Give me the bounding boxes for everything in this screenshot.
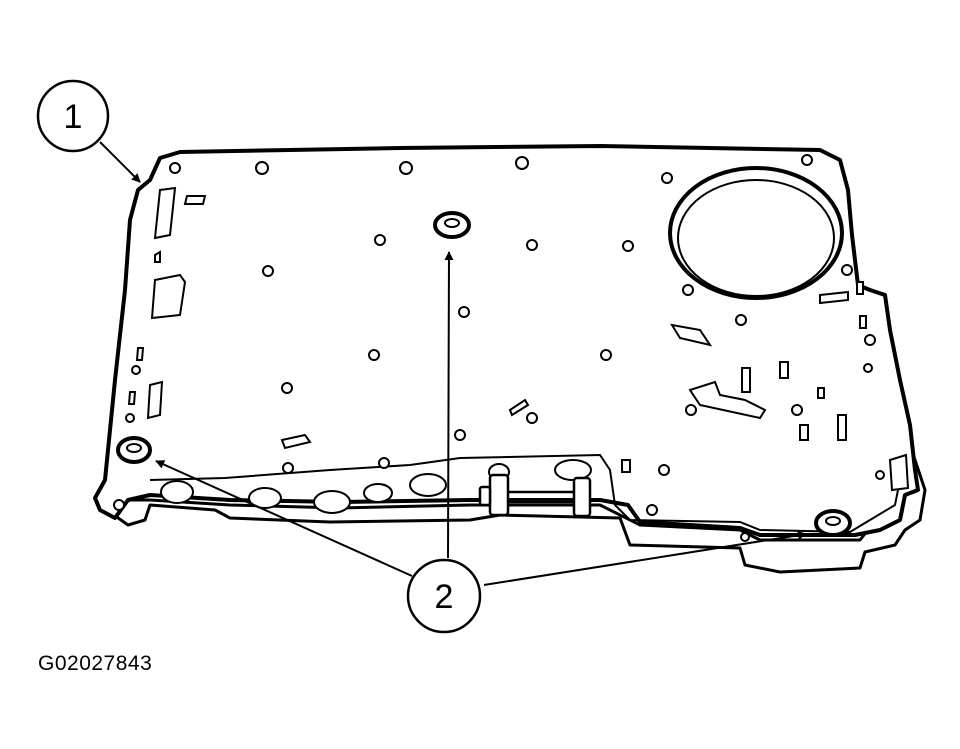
plate-holes xyxy=(113,154,885,542)
leader-2-to-right-retainer xyxy=(483,530,807,586)
figure-id: G02027843 xyxy=(38,652,153,675)
leader-1-to-plate xyxy=(99,141,141,183)
retainer-right xyxy=(814,509,852,537)
leader-lines xyxy=(99,141,807,586)
leader-2-to-left-retainer xyxy=(155,460,413,577)
callout-1-label: 1 xyxy=(64,98,83,136)
callout-2-label: 2 xyxy=(435,578,454,616)
callout-1: 1 xyxy=(36,79,110,153)
pin-fitting xyxy=(478,473,592,518)
leader-2-to-top-retainer xyxy=(444,251,454,559)
retainer-top xyxy=(433,211,471,239)
large-circular-opening xyxy=(668,166,844,300)
plate-slots xyxy=(127,186,910,492)
large-opening-inner-rim xyxy=(677,179,835,297)
retainer-left xyxy=(116,436,152,464)
callout-2: 2 xyxy=(406,558,482,634)
plate-inner-edge xyxy=(149,453,901,534)
